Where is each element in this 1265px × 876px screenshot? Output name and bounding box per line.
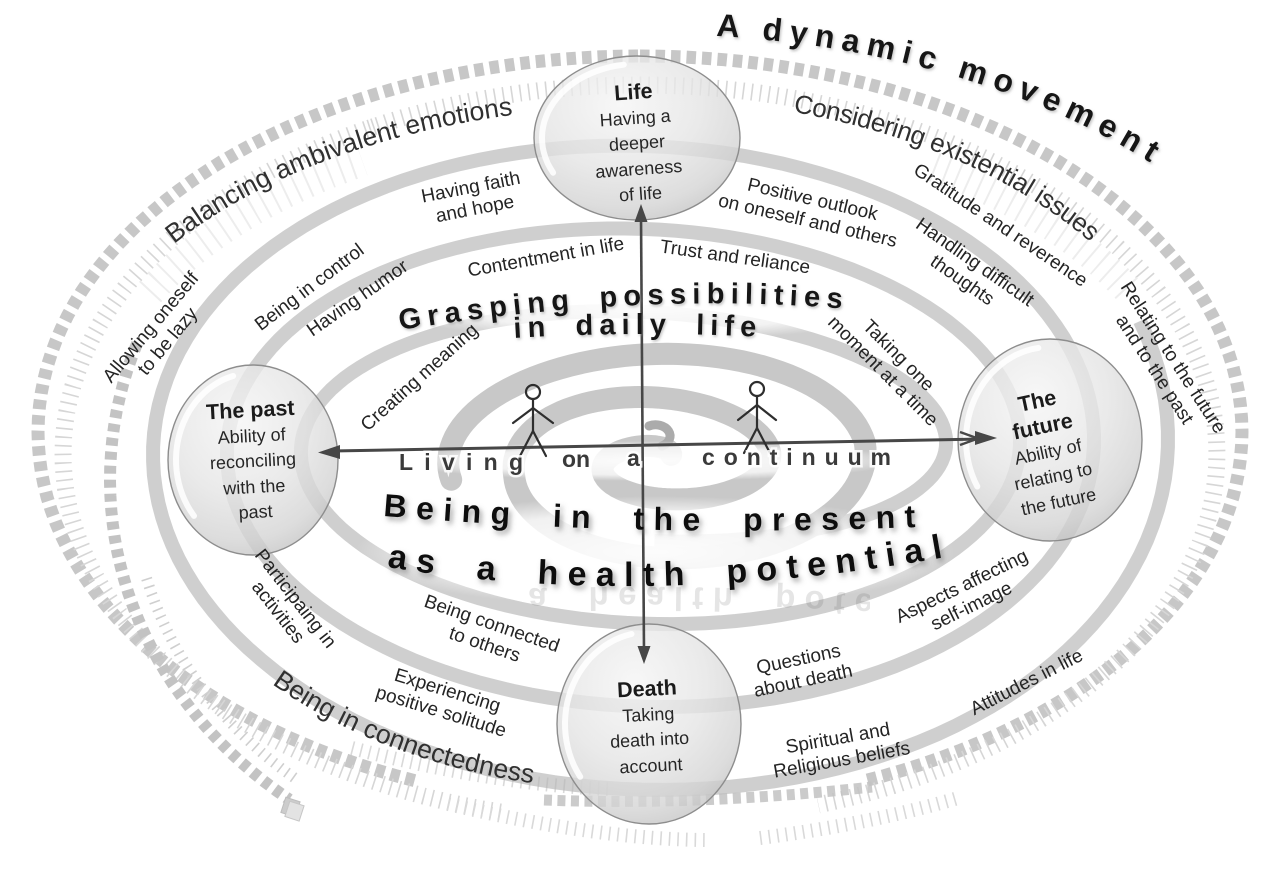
dash-squares-arc-left [31, 49, 641, 787]
node-future-text: The future Ability of relating to the fu… [974, 376, 1122, 527]
node-future-gloss [963, 344, 1042, 490]
living-continuum: Living on a continuum [397, 442, 900, 478]
arrowhead-left [318, 445, 340, 459]
tick-row-bottom-above-left [350, 741, 609, 796]
node-death-gloss [561, 631, 635, 780]
arrowhead-right-chevron [959, 430, 982, 447]
dash-squares-bottom-row [543, 781, 873, 807]
spiral-end-cube [280, 796, 305, 822]
node-past-gloss [172, 373, 237, 519]
horizontal-axis [331, 437, 984, 453]
node-death-text: Death Taking death into account [586, 674, 711, 783]
dash-squares-lap2 [103, 341, 293, 805]
tick-row-bottom-below-right [759, 791, 960, 845]
living-word-4: continuum [702, 444, 900, 470]
arrowhead-down [637, 646, 651, 664]
stick-figure-left [511, 383, 555, 458]
stick-figure-right [736, 380, 778, 455]
node-death-circle [556, 623, 742, 825]
node-past-body: Ability of reconciling with the past [209, 424, 297, 524]
node-death-body: Taking death into account [609, 703, 690, 778]
faint-ticks-top-left [139, 147, 368, 303]
node-life-body: Having a deeper awareness of life [594, 105, 683, 206]
tick-marks-lap2 [141, 576, 300, 784]
node-life-gloss [538, 61, 627, 176]
vertical-axis [639, 215, 646, 653]
node-past-circle [167, 364, 339, 556]
dash-squares-arc-right [639, 49, 1249, 787]
arrowhead-up [634, 204, 648, 222]
node-gloss-highlights [172, 61, 1042, 780]
node-circles [167, 55, 1143, 825]
outer-dashed-ring [31, 49, 1249, 847]
axes [318, 204, 997, 664]
grasping-line2: in daily life [513, 309, 763, 345]
node-past-text: The past Ability of reconciling with the… [190, 395, 317, 529]
living-word-2: on [562, 446, 598, 472]
stick-figures [511, 380, 778, 458]
living-word-1: Living [399, 449, 531, 475]
living-word-3: a [627, 445, 640, 471]
node-life-text: Life Having a deeper awareness of life [573, 76, 702, 212]
arrowhead-right [975, 431, 997, 445]
white-glows [355, 272, 955, 608]
